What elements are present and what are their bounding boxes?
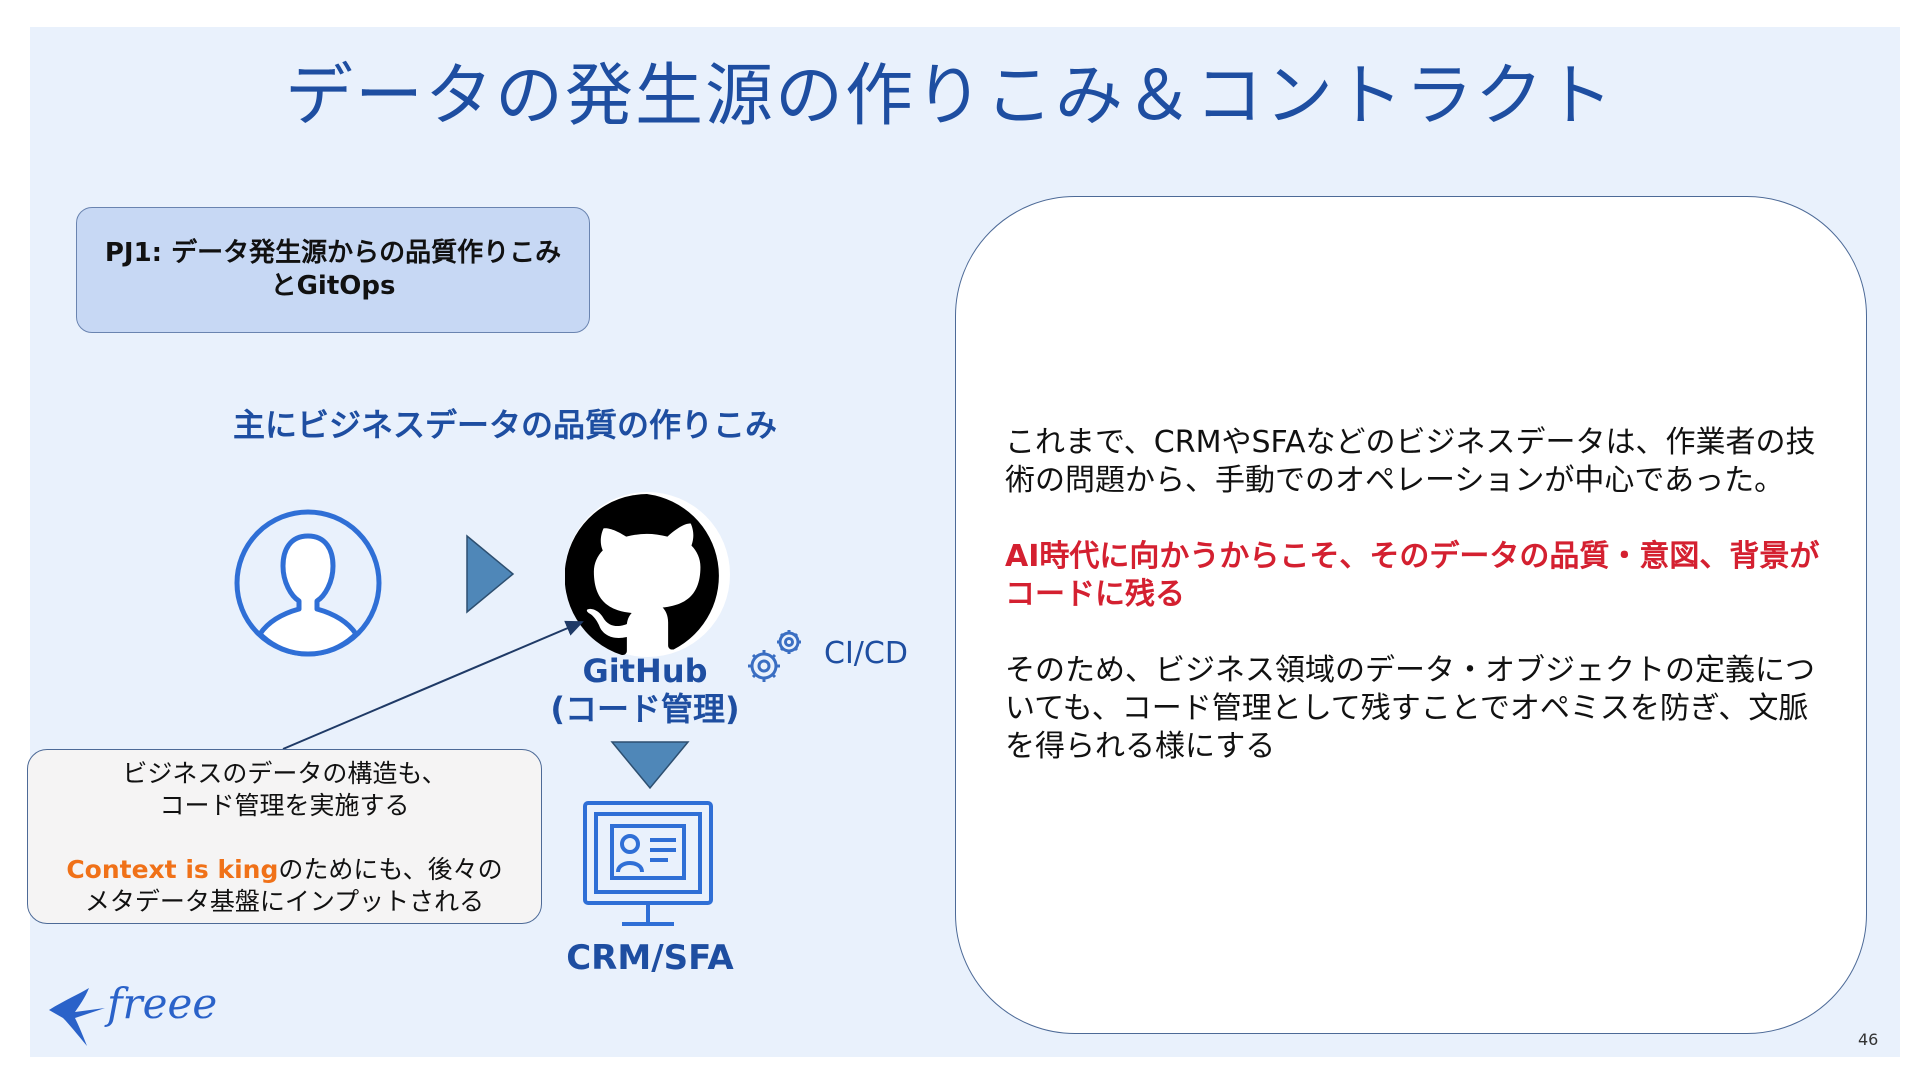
callout-line3: Context is kingのためにも、後々の <box>28 854 541 886</box>
section-subtitle: 主にビジネスデータの品質の作りこみ <box>232 406 777 444</box>
user-avatar-icon <box>234 509 382 657</box>
gears-icon <box>748 630 801 682</box>
callout-line1: ビジネスのデータの構造も、 <box>122 759 447 788</box>
explanation-card <box>955 196 1867 1034</box>
triangle-down-icon <box>610 741 690 790</box>
explanation-paragraph1: これまで、CRMやSFAなどのビジネスデータは、作業者の技術の問題から、手動での… <box>1005 425 1816 498</box>
freee-logo: freee <box>49 979 217 1046</box>
callout-line4: メタデータ基盤にインプットされる <box>84 887 485 916</box>
github-label-line2: (コード管理) <box>550 690 740 728</box>
github-icon <box>565 492 730 657</box>
crm-sfa-label: CRM/SFA <box>566 938 734 978</box>
github-label: GitHub (コード管理) <box>520 652 770 728</box>
slide-title: データの発生源の作りこみ＆コントラクト <box>284 57 1615 136</box>
project-label-line2: とGitOps <box>270 271 396 301</box>
callout-box: ビジネスのデータの構造も、 コード管理を実施する Context is king… <box>27 749 542 924</box>
callout-line3-rest: のためにも、後々の <box>278 855 503 884</box>
explanation-text: これまで、CRMやSFAなどのビジネスデータは、作業者の技術の問題から、手動での… <box>1005 424 1825 766</box>
github-label-line1: GitHub <box>582 652 708 690</box>
explanation-paragraph2: AI時代に向かうからこそ、そのデータの品質・意図、背景がコードに残る <box>1005 539 1820 612</box>
svg-text:freee: freee <box>104 979 217 1028</box>
page-number: 46 <box>1858 1030 1879 1049</box>
triangle-right-icon <box>466 534 515 614</box>
callout-line2: コード管理を実施する <box>159 791 410 820</box>
cicd-label: CI/CD <box>824 636 908 671</box>
project-label-box: PJ1: データ発生源からの品質作りこみ とGitOps <box>76 207 590 333</box>
explanation-paragraph3: そのため、ビジネス領域のデータ・オブジェクトの定義についても、コード管理として残… <box>1005 653 1815 764</box>
monitor-profile-icon <box>583 801 713 926</box>
callout-highlight: Context is king <box>66 855 279 884</box>
project-label-line1: PJ1: データ発生源からの品質作りこみ <box>104 238 562 268</box>
